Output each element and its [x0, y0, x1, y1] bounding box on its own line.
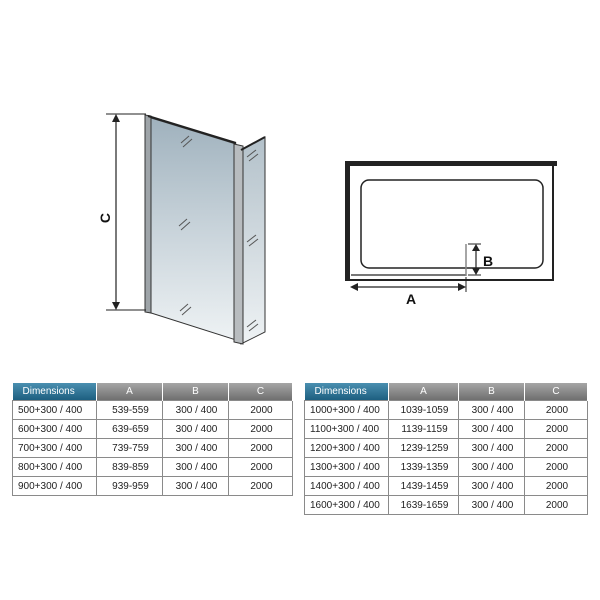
header-a: A: [96, 383, 163, 401]
corner-post: [233, 143, 244, 345]
glass-panel-3d: [144, 114, 266, 345]
header-a: A: [388, 383, 459, 401]
table-row: 500+300 / 400 539-559 300 / 400 2000: [12, 400, 293, 420]
cell-c: 2000: [524, 400, 588, 420]
glass-reflection-marks: [178, 135, 259, 332]
table-row: 1600+300 / 400 1639-1659 300 / 400 2000: [304, 495, 588, 515]
table-header-row: Dimensions A B C: [12, 383, 293, 401]
table-row: 1000+300 / 400 1039-1059 300 / 400 2000: [304, 400, 588, 420]
cell-c: 2000: [228, 400, 293, 420]
cell-c: 2000: [228, 476, 293, 496]
cell-b: 300 / 400: [162, 457, 229, 477]
cell-a: 639-659: [96, 419, 163, 439]
cell-c: 2000: [228, 438, 293, 458]
header-dimensions: Dimensions: [12, 383, 97, 401]
dimension-label-b: B: [483, 253, 493, 269]
cell-a: 1139-1159: [388, 419, 459, 439]
cell-dimensions: 1200+300 / 400: [304, 438, 389, 458]
dimension-a: A: [350, 277, 467, 307]
header-dimensions: Dimensions: [304, 383, 389, 401]
cell-b: 300 / 400: [162, 400, 229, 420]
cell-a: 1239-1259: [388, 438, 459, 458]
cell-b: 300 / 400: [162, 476, 229, 496]
dimension-label-a: A: [406, 291, 416, 307]
header-c: C: [524, 383, 588, 401]
wall-thick-line: [345, 161, 557, 166]
cell-b: 300 / 400: [458, 476, 525, 496]
cell-c: 2000: [524, 419, 588, 439]
side-top-edge: [240, 136, 266, 151]
cell-dimensions: 800+300 / 400: [12, 457, 97, 477]
cell-c: 2000: [524, 476, 588, 496]
cell-a: 1339-1359: [388, 457, 459, 477]
cell-b: 300 / 400: [458, 438, 525, 458]
table-row: 1300+300 / 400 1339-1359 300 / 400 2000: [304, 457, 588, 477]
shower-screen-diagram: C A B: [97, 113, 557, 345]
left-wall-line: [345, 161, 350, 281]
cell-b: 300 / 400: [162, 438, 229, 458]
main-glass-panel: [147, 116, 237, 341]
cell-dimensions: 1400+300 / 400: [304, 476, 389, 496]
table-row: 700+300 / 400 739-759 300 / 400 2000: [12, 438, 293, 458]
cell-b: 300 / 400: [458, 495, 525, 515]
dimensions-table-right: Dimensions A B C 1000+300 / 400 1039-105…: [304, 383, 588, 515]
cell-dimensions: 1600+300 / 400: [304, 495, 389, 515]
side-return-panel: [240, 136, 266, 345]
header-b: B: [162, 383, 229, 401]
cell-c: 2000: [228, 457, 293, 477]
cell-dimensions: 500+300 / 400: [12, 400, 97, 420]
wall-profile: [144, 114, 152, 314]
table-header-row: Dimensions A B C: [304, 383, 588, 401]
table-row: 1200+300 / 400 1239-1259 300 / 400 2000: [304, 438, 588, 458]
cell-c: 2000: [524, 438, 588, 458]
cell-a: 1039-1059: [388, 400, 459, 420]
dimension-b: B: [468, 243, 493, 276]
cell-a: 1439-1459: [388, 476, 459, 496]
cell-a: 1639-1659: [388, 495, 459, 515]
table-row: 1400+300 / 400 1439-1459 300 / 400 2000: [304, 476, 588, 496]
cell-c: 2000: [524, 457, 588, 477]
cell-dimensions: 1000+300 / 400: [304, 400, 389, 420]
dimension-c: C: [97, 113, 146, 311]
cell-b: 300 / 400: [162, 419, 229, 439]
cell-dimensions: 900+300 / 400: [12, 476, 97, 496]
cell-dimensions: 1300+300 / 400: [304, 457, 389, 477]
bath-top-view: [345, 161, 557, 281]
cell-c: 2000: [228, 419, 293, 439]
cell-b: 300 / 400: [458, 457, 525, 477]
dimensions-table-left: Dimensions A B C 500+300 / 400 539-559 3…: [12, 383, 293, 496]
cell-a: 939-959: [96, 476, 163, 496]
table-row: 1100+300 / 400 1139-1159 300 / 400 2000: [304, 419, 588, 439]
cell-dimensions: 600+300 / 400: [12, 419, 97, 439]
bath-outline: [348, 164, 554, 281]
cell-c: 2000: [524, 495, 588, 515]
cell-dimensions: 1100+300 / 400: [304, 419, 389, 439]
header-c: C: [228, 383, 293, 401]
bath-inner-basin: [360, 179, 544, 269]
table-row: 600+300 / 400 639-659 300 / 400 2000: [12, 419, 293, 439]
panel-top-edge: [147, 115, 237, 144]
cell-a: 539-559: [96, 400, 163, 420]
cell-a: 739-759: [96, 438, 163, 458]
cell-b: 300 / 400: [458, 419, 525, 439]
table-row: 900+300 / 400 939-959 300 / 400 2000: [12, 476, 293, 496]
cell-dimensions: 700+300 / 400: [12, 438, 97, 458]
cell-a: 839-859: [96, 457, 163, 477]
header-b: B: [458, 383, 525, 401]
cell-b: 300 / 400: [458, 400, 525, 420]
table-row: 800+300 / 400 839-859 300 / 400 2000: [12, 457, 293, 477]
dimension-label-c: C: [97, 213, 113, 223]
